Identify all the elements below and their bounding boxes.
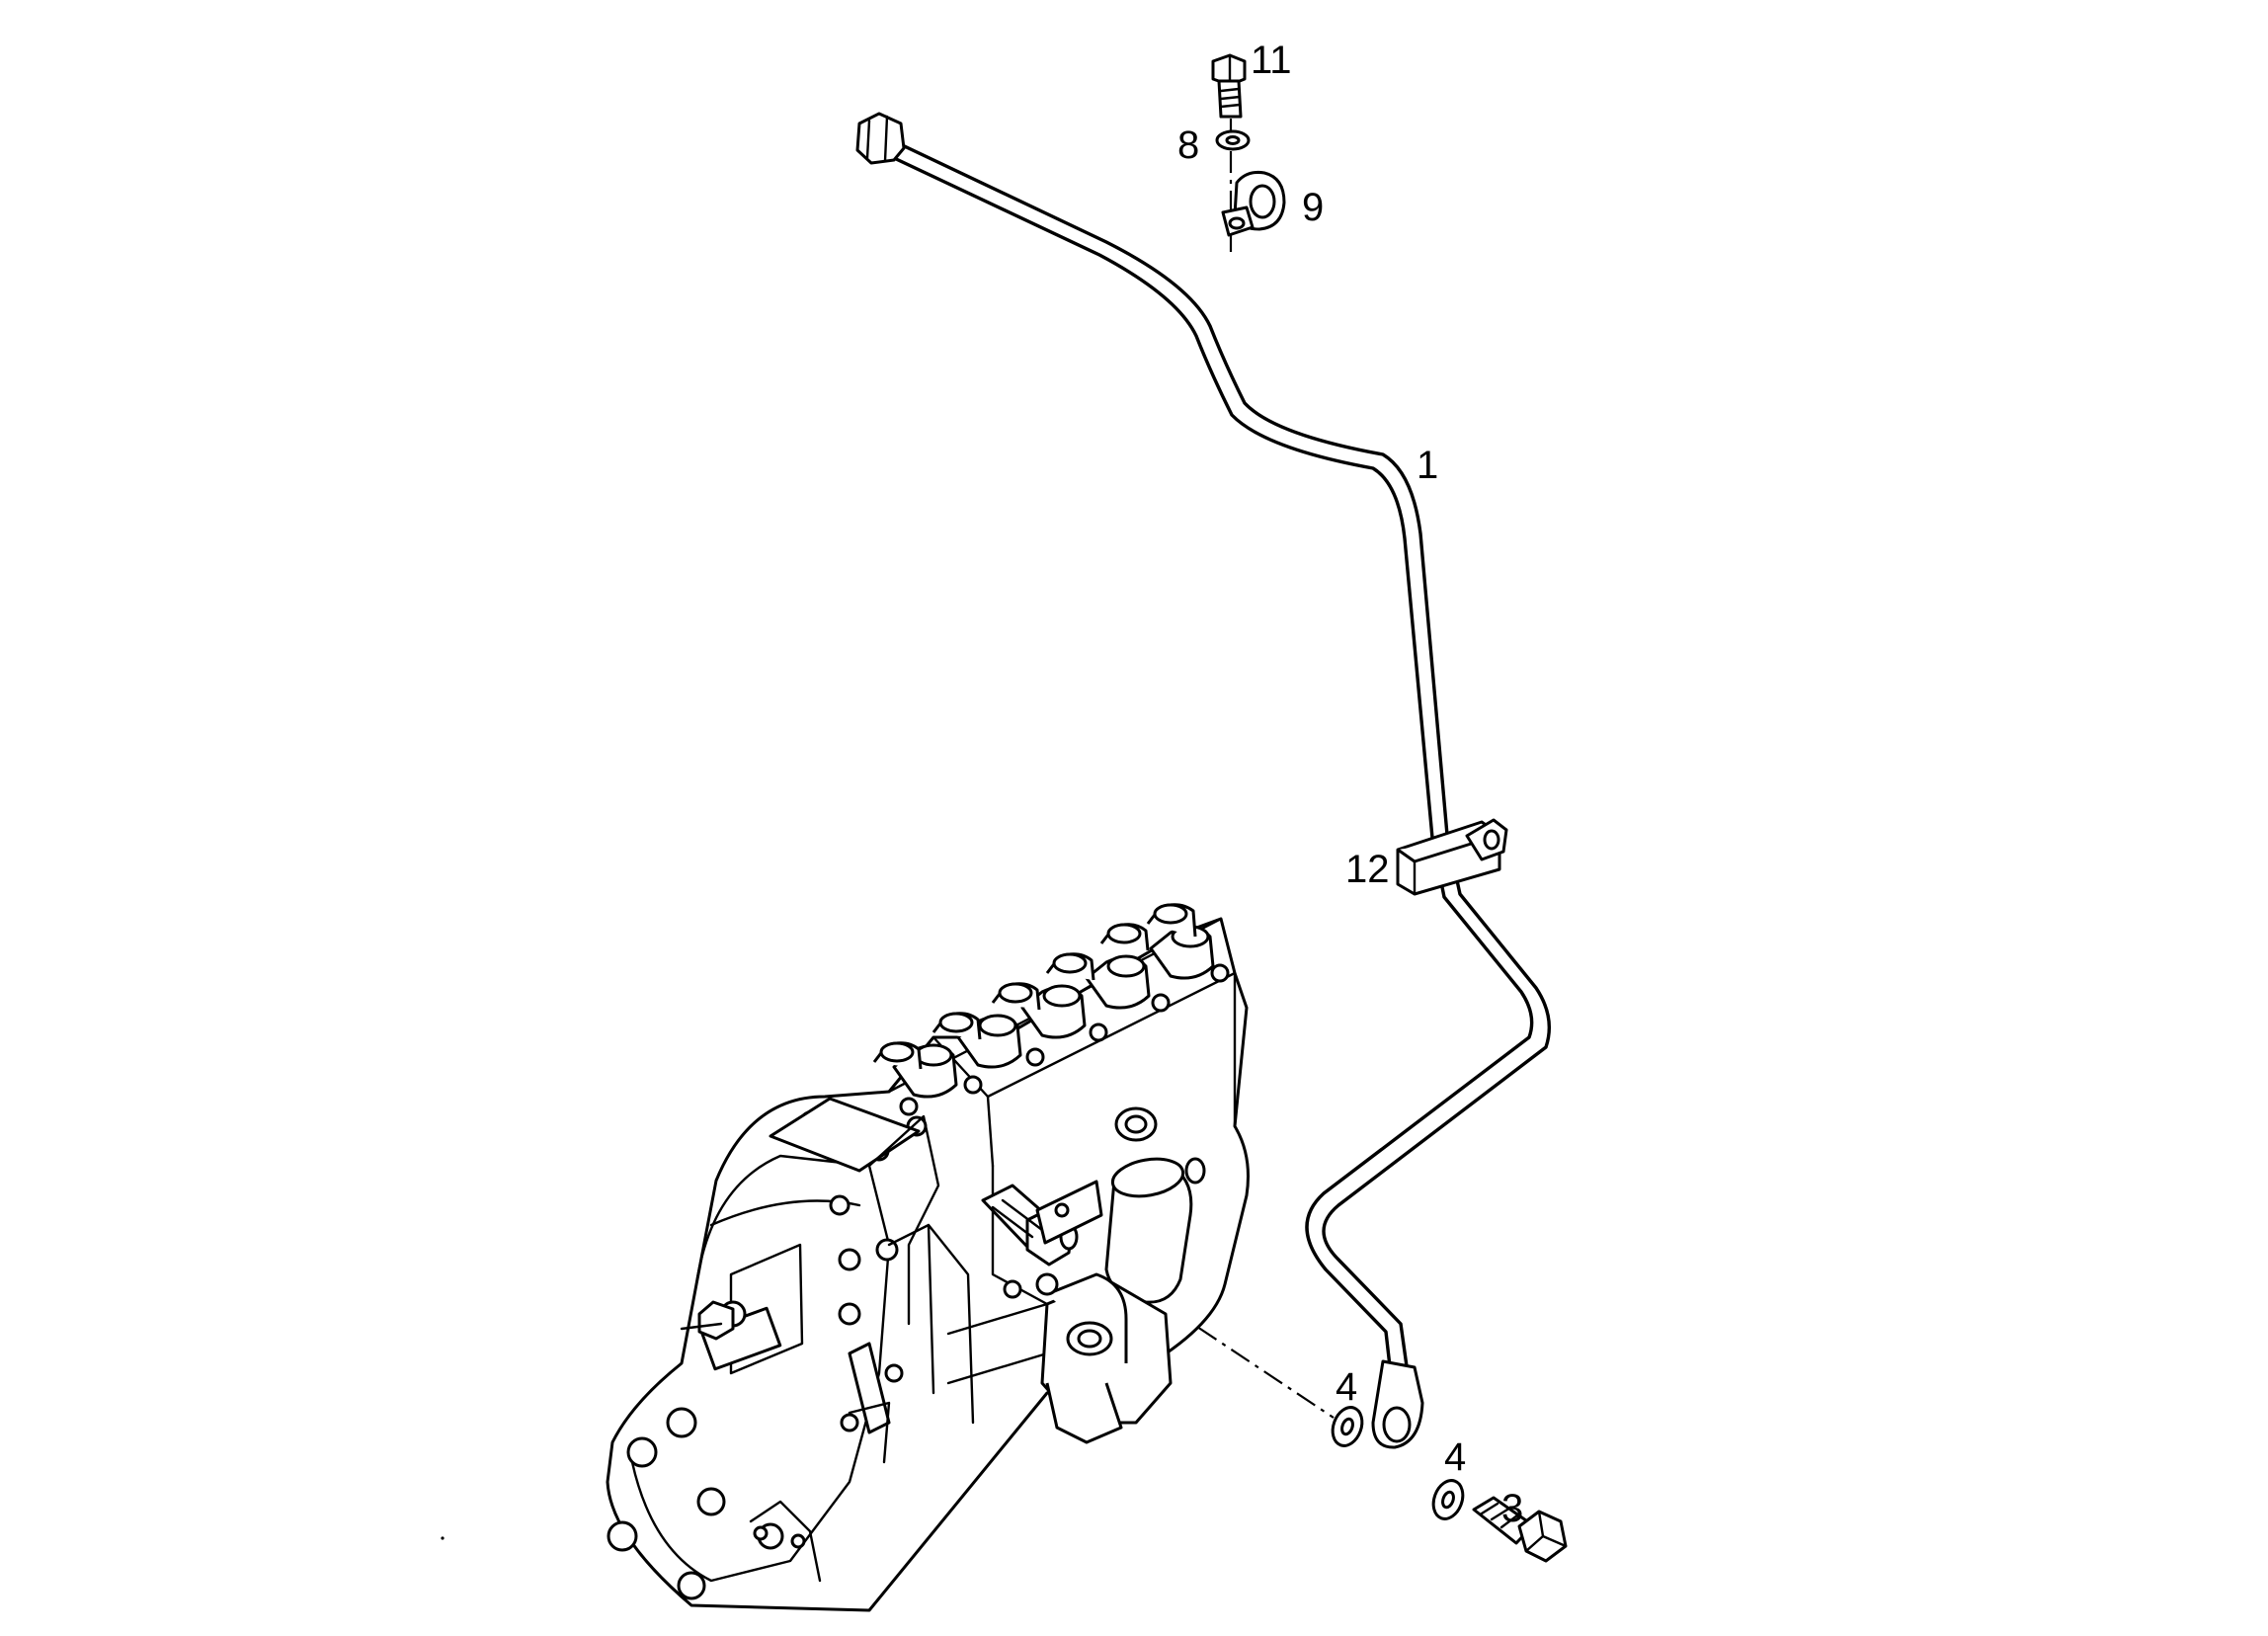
bolt-11 [1211, 53, 1247, 119]
banjo-bolt-3 [1472, 1496, 1568, 1563]
callout-11: 11 [1251, 39, 1292, 82]
callout-9: 9 [1302, 186, 1324, 229]
washer-4-right [1431, 1479, 1465, 1520]
callout-3: 3 [1501, 1487, 1523, 1530]
speck [441, 1536, 445, 1540]
banjo-fitting [1371, 1359, 1424, 1449]
clamp-9 [1221, 171, 1286, 237]
delivery-valves [872, 903, 1230, 1116]
callout-4-right: 4 [1444, 1435, 1466, 1479]
callout-labels: 1 3 4 4 8 9 11 12 [1177, 39, 1523, 1530]
pipe-nut [855, 112, 906, 165]
fuel-pipe [890, 139, 1552, 1377]
pipe-clamp [1396, 818, 1508, 896]
callout-4-left: 4 [1336, 1365, 1357, 1409]
transfer-pump [1003, 1272, 1173, 1444]
washer-8 [1215, 129, 1251, 151]
callout-12: 12 [1345, 848, 1390, 891]
callout-8: 8 [1177, 123, 1199, 167]
callout-1: 1 [1417, 444, 1438, 487]
injection-pump [606, 903, 1250, 1612]
washer-4-left [1331, 1406, 1364, 1447]
hand-primer [1104, 1157, 1193, 1304]
